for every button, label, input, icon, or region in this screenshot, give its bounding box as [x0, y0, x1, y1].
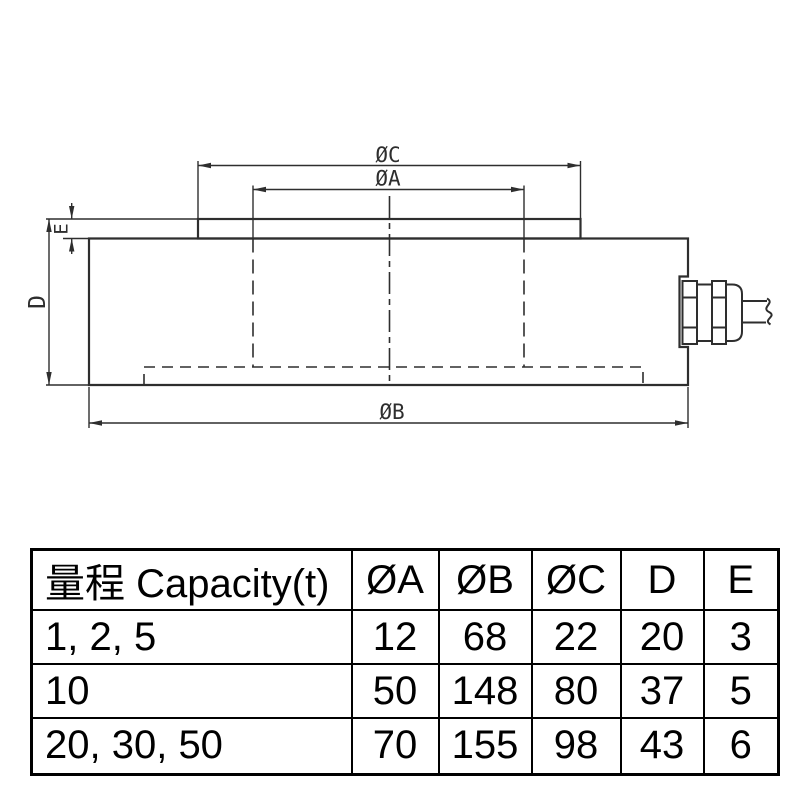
- gland-dome: [726, 283, 743, 342]
- body: [87, 237, 690, 387]
- dim-label-dia-c: ØC: [375, 143, 400, 167]
- dim-label-dia-b: ØB: [379, 400, 404, 424]
- cell-dia-a: 70: [350, 717, 440, 775]
- header-capacity: 量程 Capacity(t): [30, 548, 353, 611]
- gland-nut-2: [711, 280, 727, 345]
- cell-capacity: 20, 30, 50: [30, 717, 353, 775]
- cell-dia-c: 80: [530, 663, 622, 719]
- cell-capacity: 1, 2, 5: [30, 609, 353, 665]
- cell-e: 5: [702, 663, 780, 719]
- cell-d: 20: [619, 609, 705, 665]
- gland-nut-1: [681, 280, 698, 345]
- dim-label-d: D: [25, 295, 51, 309]
- arrow-b-left: [89, 420, 102, 426]
- table-row: 1, 2, 5 12 68 22 20 3: [30, 609, 780, 665]
- cell-dia-b: 148: [437, 663, 533, 719]
- dimension-arrows: [46, 162, 688, 426]
- cell-e: 3: [702, 609, 780, 665]
- cell-dia-b: 68: [437, 609, 533, 665]
- header-dia-c: ØC: [530, 548, 622, 611]
- cell-dia-b: 155: [437, 717, 533, 775]
- arrow-d-bottom: [46, 372, 52, 385]
- cell-dia-a: 50: [350, 663, 440, 719]
- cell-dia-c: 98: [530, 717, 622, 775]
- cell-d: 43: [619, 717, 705, 775]
- arrow-e-top: [69, 206, 75, 219]
- cable-break-symbol: [765, 297, 773, 326]
- spec-table-header-row: 量程 Capacity(t) ØA ØB ØC D E: [30, 548, 780, 611]
- dim-label-dia-a: ØA: [375, 167, 401, 191]
- header-e: E: [702, 548, 780, 611]
- arrow-a-right: [511, 186, 524, 193]
- load-cell-drawing: ØC ØA ØB D E: [25, 143, 773, 428]
- header-d: D: [619, 548, 705, 611]
- arrow-d-top: [46, 219, 52, 232]
- load-cell-outline: [87, 217, 690, 387]
- spec-table: 量程 Capacity(t) ØA ØB ØC D E 1, 2, 5 12 6…: [30, 548, 780, 776]
- header-dia-a: ØA: [350, 548, 440, 611]
- hidden-lines: [143, 196, 644, 385]
- cell-capacity: 10: [30, 663, 353, 719]
- arrow-b-right: [675, 420, 688, 426]
- table-row: 10 50 148 80 37 5: [30, 663, 780, 719]
- arrow-a-left: [253, 186, 266, 193]
- cell-dia-a: 12: [350, 609, 440, 665]
- dim-label-e: E: [51, 223, 73, 234]
- gland-spacer: [696, 283, 713, 342]
- header-dia-b: ØB: [437, 548, 533, 611]
- arrow-c-left: [198, 162, 211, 169]
- cell-e: 6: [702, 717, 780, 775]
- dimension-lines: [46, 161, 689, 428]
- cell-d: 37: [619, 663, 705, 719]
- mounting-recess-hidden-line: [143, 366, 644, 385]
- arrow-c-right: [567, 162, 581, 169]
- arrow-e-bottom: [69, 238, 75, 252]
- cable-gland: [681, 280, 773, 345]
- table-row: 20, 30, 50 70 155 98 43 6: [30, 717, 780, 775]
- cell-dia-c: 22: [530, 609, 622, 665]
